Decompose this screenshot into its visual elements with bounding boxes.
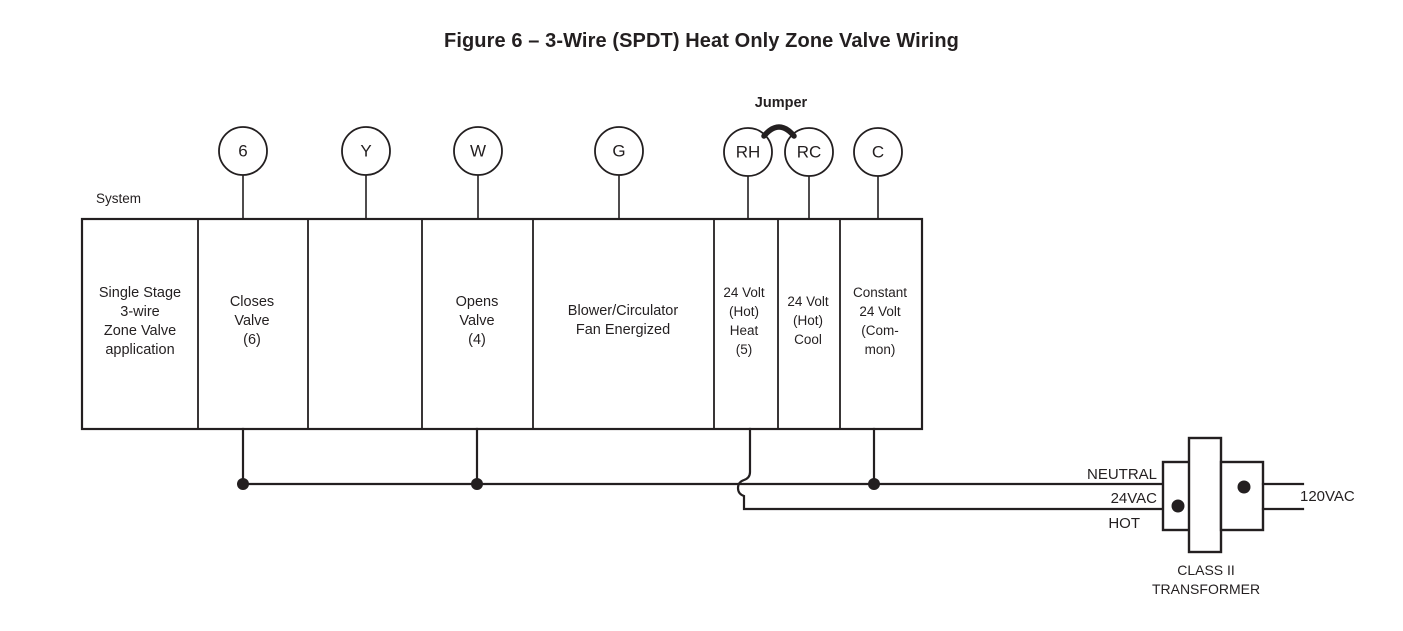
cell-g: Blower/Circulator Fan Energized — [568, 303, 679, 338]
terminal-c-group[interactable]: C — [853, 127, 903, 218]
junction-dot-terminal-w — [471, 478, 483, 490]
cell-w: Opens Valve (4) — [456, 294, 499, 348]
cell-rc-line-1: 24 Volt — [787, 294, 829, 309]
transformer-primary-coil — [1219, 460, 1265, 532]
terminal-g-group[interactable]: G — [594, 126, 644, 218]
cell-six-line-2: Valve — [234, 313, 269, 329]
cell-c-line-2: 24 Volt — [859, 304, 901, 319]
terminal-c-label: C — [872, 142, 884, 161]
cell-c-line-4: mon) — [865, 342, 896, 357]
terminal-y-circle[interactable] — [341, 126, 391, 176]
label-120vac: 120VAC — [1300, 488, 1355, 505]
terminal-g-label: G — [612, 141, 625, 160]
cell-six: Closes Valve (6) — [230, 294, 274, 348]
terminal-box — [80, 217, 924, 431]
label-neutral: NEUTRAL — [1087, 466, 1157, 483]
terminal-rc-circle[interactable] — [784, 127, 834, 177]
cell-system-line-4: application — [105, 342, 174, 358]
jumper-arc — [761, 124, 797, 139]
system-label: System — [96, 191, 141, 206]
terminal-rc-label: RC — [797, 142, 822, 161]
jumper-label: Jumper — [755, 95, 808, 111]
terminal-rh-group[interactable]: RH — [723, 127, 773, 218]
cell-six-line-3: (6) — [243, 332, 261, 348]
cell-c: Constant 24 Volt (Com- mon) — [853, 285, 907, 357]
wire-rh-hot-crossover — [736, 427, 1165, 511]
cell-system-line-3: Zone Valve — [104, 323, 176, 339]
cell-w-line-2: Valve — [459, 313, 494, 329]
terminal-rc-group[interactable]: RC — [784, 127, 834, 218]
cell-system: Single Stage 3-wire Zone Valve applicati… — [99, 285, 181, 358]
label-24vac: 24VAC — [1111, 490, 1158, 507]
terminal-y-group[interactable]: Y — [341, 126, 391, 218]
terminal-w-group[interactable]: W — [453, 126, 503, 218]
junction-dot-terminal-c — [868, 478, 880, 490]
terminal-rh-label: RH — [736, 142, 761, 161]
junction-dot-terminal-6 — [237, 478, 249, 490]
terminal-g-circle[interactable] — [594, 126, 644, 176]
terminal-6-circle[interactable] — [218, 126, 268, 176]
label-hot: HOT — [1108, 515, 1140, 532]
terminal-y-label: Y — [360, 141, 371, 160]
terminal-c-circle[interactable] — [853, 127, 903, 177]
cell-rc: 24 Volt (Hot) Cool — [787, 294, 829, 347]
transformer-caption-line-1: CLASS II — [1177, 562, 1235, 578]
cell-c-line-3: (Com- — [861, 323, 899, 338]
cell-rh-line-1: 24 Volt — [723, 285, 765, 300]
terminal-w-label: W — [470, 141, 486, 160]
transformer-primary-dot — [1237, 480, 1251, 494]
cell-six-line-1: Closes — [230, 294, 274, 310]
cell-g-line-2: Fan Energized — [576, 322, 670, 338]
transformer-secondary-dot — [1171, 499, 1185, 513]
cell-w-line-1: Opens — [456, 294, 499, 310]
cell-g-line-1: Blower/Circulator — [568, 303, 679, 319]
cell-system-line-2: 3-wire — [120, 304, 159, 320]
terminal-rh-circle[interactable] — [723, 127, 773, 177]
transformer-caption-line-2: TRANSFORMER — [1152, 581, 1260, 597]
class-ii-transformer: 120VAC CLASS II TRANSFORMER — [1152, 436, 1355, 597]
transformer-core — [1187, 436, 1223, 554]
cell-rh-line-3: Heat — [730, 323, 759, 338]
cell-c-line-1: Constant — [853, 285, 907, 300]
cell-rh-line-2: (Hot) — [729, 304, 759, 319]
page-title: Figure 6 – 3-Wire (SPDT) Heat Only Zone … — [444, 30, 959, 52]
terminal-6-label: 6 — [238, 141, 247, 160]
terminal-w-circle[interactable] — [453, 126, 503, 176]
cell-rc-line-2: (Hot) — [793, 313, 823, 328]
terminal-6-group[interactable]: 6 — [218, 126, 268, 218]
cell-system-line-1: Single Stage — [99, 285, 181, 301]
cell-w-line-3: (4) — [468, 332, 486, 348]
cell-rc-line-3: Cool — [794, 332, 822, 347]
cell-rh-line-4: (5) — [736, 342, 753, 357]
cell-rh: 24 Volt (Hot) Heat (5) — [723, 285, 765, 357]
